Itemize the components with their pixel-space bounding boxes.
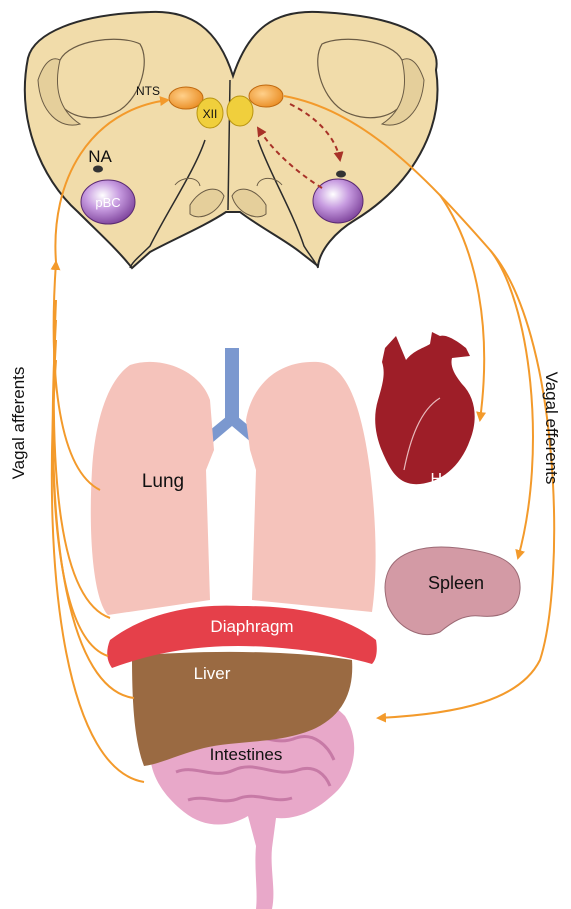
heart [375, 332, 474, 484]
pbc-label: pBC [95, 195, 120, 210]
heart-label: Heart [430, 471, 470, 488]
pbc-nucleus-right [313, 179, 363, 223]
nts-nucleus-left [169, 87, 203, 109]
lung-right [246, 362, 376, 612]
lung-label: Lung [142, 471, 184, 492]
brainstem-outline [25, 12, 438, 268]
vagal-efferents-label: Vagal efferents [542, 372, 561, 485]
afferent-lung [54, 262, 100, 490]
vagal-afferents-label: Vagal afferents [9, 367, 28, 480]
diaphragm-label: Diaphragm [210, 617, 293, 636]
xii-nucleus-right [227, 96, 253, 126]
nts-label: NTS [136, 84, 160, 98]
spleen-label: Spleen [428, 573, 484, 593]
xii-label: XII [203, 107, 218, 121]
nts-nucleus-right [249, 85, 283, 107]
na-label: NA [88, 147, 112, 166]
intestines-label: Intestines [210, 745, 283, 764]
na-nucleus-right [336, 171, 346, 178]
na-nucleus-left [93, 166, 103, 173]
liver-label: Liver [194, 664, 231, 683]
brainstem-slice [25, 12, 438, 268]
efferent-spleen [490, 250, 533, 558]
